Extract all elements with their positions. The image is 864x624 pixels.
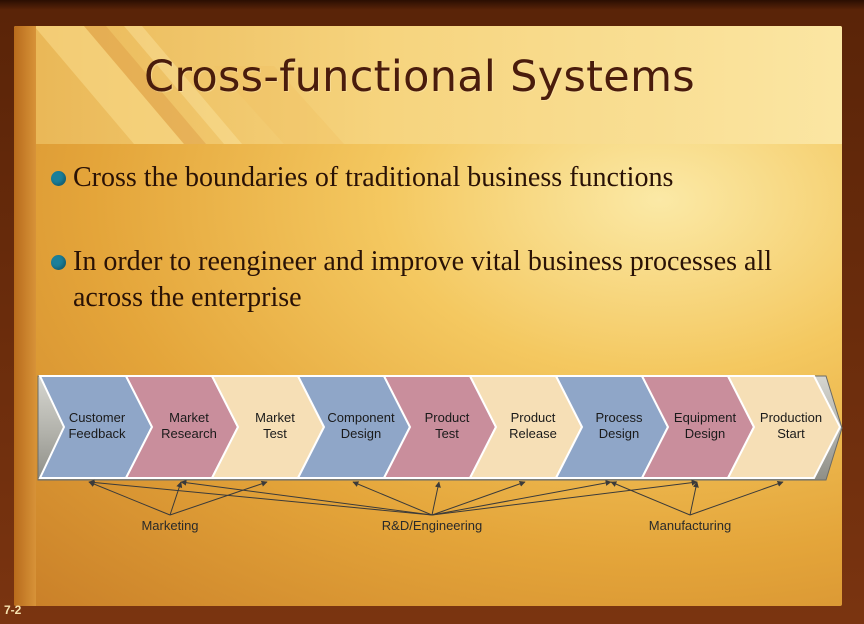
department-label-1: Marketing [141,518,198,533]
slide-panel [14,26,842,606]
chevron-label-7-line2: Design [599,426,639,441]
chevron-label-8-line2: Design [685,426,725,441]
connector-arrows [88,479,784,516]
bullet-dot-icon [51,171,66,186]
chevron-label-8-line1: Equipment [674,410,737,425]
chevron-label-5-line2: Test [435,426,459,441]
chevron-label-4-line2: Design [341,426,381,441]
decorative-stripes [34,26,344,144]
chevron-group: CustomerFeedbackMarketResearchMarketTest… [38,375,842,479]
chevron-label-4-line1: Component [327,410,395,425]
connector-arrow [180,479,433,516]
chevron-label-2-line2: Research [161,426,217,441]
bullet-text-2: In order to reengineer and improve vital… [73,246,773,313]
department-labels: Marketing R&D/Engineering Manufacturing [141,518,731,533]
connector-arrow [352,481,433,516]
chevron-label-7-line1: Process [596,410,643,425]
connector-arrow [431,480,526,516]
chevron-label-6-line2: Release [509,426,557,441]
bullet-text-1: Cross the boundaries of traditional busi… [73,162,674,193]
chevron-label-2-line1: Market [169,410,209,425]
connector-arrow [689,481,699,516]
chevron-label-1-line1: Customer [69,410,126,425]
department-label-3: Manufacturing [649,518,731,533]
connector-arrow [88,479,433,516]
connector-arrow [431,479,698,516]
chevron-label-6-line1: Product [511,410,556,425]
connector-arrow [610,481,691,516]
chevron-step-9 [726,375,842,479]
connector-arrow [431,481,441,516]
chevron-label-3-line2: Test [263,426,287,441]
slide-number: 7-2 [4,603,22,617]
chevron-label-3-line1: Market [255,410,295,425]
connector-arrow [88,481,171,516]
chevron-label-5-line1: Product [425,410,470,425]
connector-arrow [689,480,784,516]
chevron-label-9-line2: Start [777,426,805,441]
page-title: Cross-functional Systems [144,52,695,102]
connector-arrow [169,481,183,516]
connector-arrow [431,480,612,516]
left-accent-bar [14,26,36,606]
connector-arrow [169,480,268,516]
bullet-dot-icon [51,255,66,270]
department-label-2: R&D/Engineering [382,518,482,533]
chevron-label-1-line2: Feedback [68,426,126,441]
chevron-label-9-line1: Production [760,410,822,425]
